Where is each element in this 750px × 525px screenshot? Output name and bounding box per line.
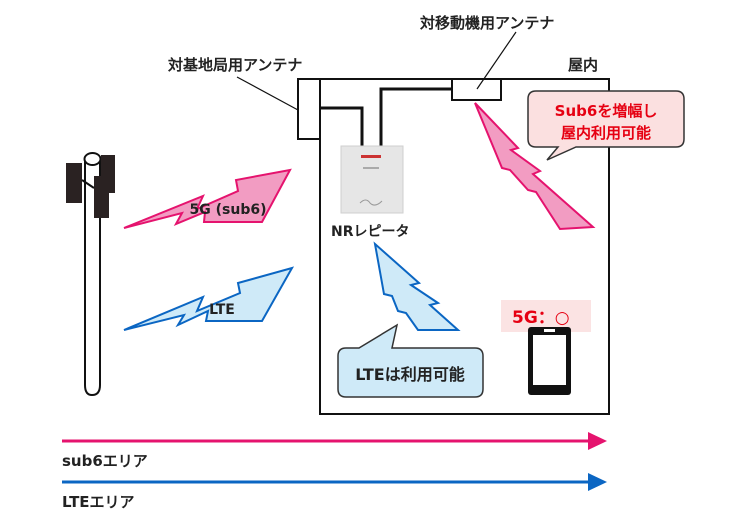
repeater-label: NRレピータ — [331, 224, 410, 240]
signal-lte-label: LTE — [209, 302, 235, 318]
sub6-callout-line2: 屋内利用可能 — [561, 124, 651, 142]
indoor-sub6-bolt — [474, 102, 596, 231]
device-status-badge — [501, 300, 591, 332]
legend-sub6: sub6エリア — [62, 432, 607, 470]
mobile-antenna-label: 対移動機用アンテナ — [419, 14, 554, 32]
base-station-antenna-label: 対基地局用アンテナ — [167, 56, 302, 74]
lte-callout: LTEは利用可能 — [337, 323, 484, 398]
device-status-label: 5G：○ — [512, 308, 570, 328]
cell-tower-icon — [66, 152, 115, 397]
signal-lte-bolt: LTE — [123, 266, 295, 331]
signal-5g-bolt: 5G (sub6) — [123, 168, 292, 229]
legend-lte: LTEエリア — [62, 473, 607, 511]
cable-base — [320, 106, 364, 146]
signal-5g-label: 5G (sub6) — [190, 202, 267, 218]
sub6-callout-line1: Sub6を増幅し — [555, 102, 658, 120]
lte-callout-text: LTEは利用可能 — [355, 365, 464, 384]
legend-sub6-label: sub6エリア — [62, 452, 148, 470]
nr-repeater-device — [340, 145, 404, 214]
indoor-label: 屋内 — [568, 56, 598, 74]
smartphone-icon — [528, 327, 571, 395]
sub6-callout: Sub6を増幅し 屋内利用可能 — [527, 90, 685, 161]
indoor-lte-bolt — [373, 241, 461, 331]
legend-lte-label: LTEエリア — [62, 493, 135, 511]
base-station-antenna — [297, 78, 321, 140]
cable-mobile — [379, 87, 452, 146]
mobile-antenna — [451, 78, 502, 101]
